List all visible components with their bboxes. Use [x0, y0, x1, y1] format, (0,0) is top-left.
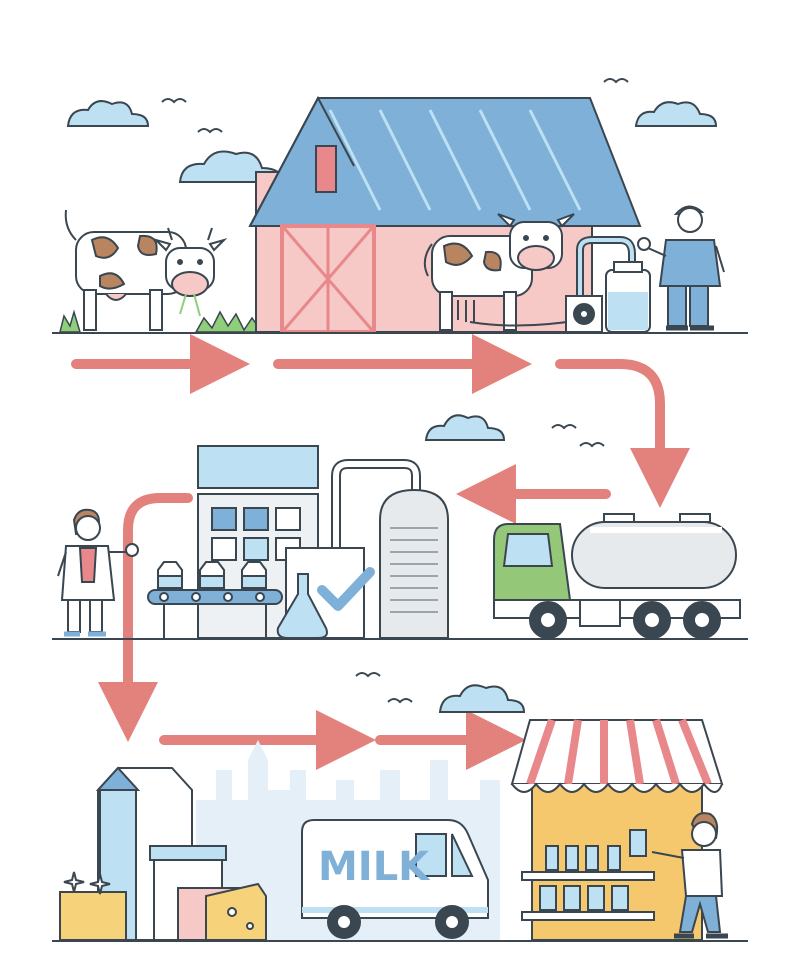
farm-section: [52, 78, 748, 334]
milking-machine: [565, 236, 651, 333]
milk-tanker-truck: [493, 513, 741, 639]
processing-section: [52, 414, 748, 640]
dairy-products: [59, 766, 267, 941]
cow-milking: [423, 213, 581, 331]
bird-icon: [355, 672, 381, 678]
bird-icon: [551, 424, 577, 430]
arrow-curve-down: [555, 359, 690, 508]
processing-plant: [197, 445, 449, 639]
conveyor-belt: [147, 561, 283, 638]
cloud-icon: [424, 414, 506, 441]
milk-carton: [157, 561, 183, 591]
cloud-icon: [634, 101, 718, 127]
cow-grazing: [64, 209, 228, 331]
milk-carton: [199, 561, 225, 591]
sparkle-icon: [63, 871, 85, 893]
checkmark-icon: [317, 567, 375, 611]
van-milk-label: MILK: [318, 844, 431, 890]
grass: [194, 310, 264, 333]
process-flow-arrows: [71, 334, 690, 770]
bird-icon: [579, 442, 605, 448]
gear-icon: [573, 303, 595, 325]
distribution-section: MILK: [52, 672, 748, 942]
sparkle-icon: [89, 873, 111, 895]
bird-icon: [197, 128, 223, 134]
arrow-curve-down: [98, 493, 193, 742]
milk-carton: [241, 561, 267, 591]
butter: [59, 891, 127, 941]
milk-delivery-van: [301, 819, 489, 939]
bird-icon: [161, 98, 187, 104]
bird-icon: [603, 78, 629, 84]
cloud-icon: [66, 100, 150, 127]
bird-icon: [387, 698, 413, 704]
lab-technician: [57, 508, 139, 637]
farmer: [637, 205, 725, 331]
grass: [59, 309, 82, 333]
cloud-icon: [438, 684, 526, 713]
customer: [629, 812, 728, 939]
